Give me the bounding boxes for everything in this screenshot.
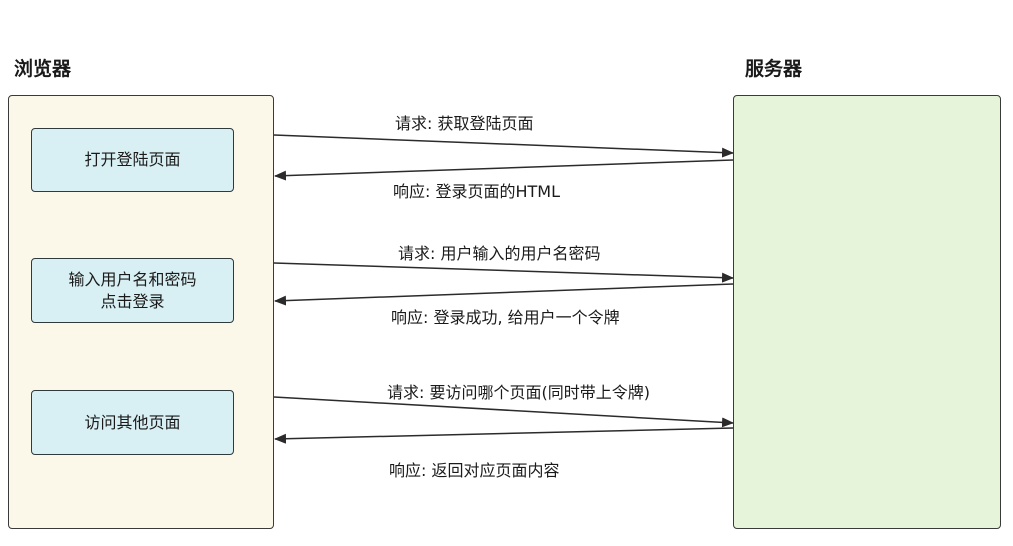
step-text: 打开登陆页面 bbox=[84, 150, 181, 169]
step-visit-other-pages: 访问其他页面 bbox=[31, 390, 234, 455]
response-label-3: 响应: 返回对应页面内容 bbox=[389, 461, 560, 480]
server-panel bbox=[733, 95, 1001, 529]
step-enter-credentials: 输入用户名和密码 点击登录 bbox=[31, 258, 234, 323]
request-arrow-1 bbox=[273, 134, 734, 158]
request-arrow-3 bbox=[273, 396, 734, 428]
response-arrow-3 bbox=[274, 427, 734, 444]
step-text: 访问其他页面 bbox=[84, 412, 181, 432]
request-arrow-2 bbox=[273, 262, 734, 283]
server-title: 服务器 bbox=[745, 58, 803, 80]
step-text-line-1: 输入用户名和密码 bbox=[68, 269, 197, 289]
response-arrow-2 bbox=[274, 283, 734, 306]
request-label-1: 请求: 获取登陆页面 bbox=[395, 114, 534, 133]
step-open-login-page: 打开登陆页面 bbox=[31, 128, 234, 192]
response-label-2: 响应: 登录成功, 给用户一个令牌 bbox=[391, 308, 620, 327]
request-label-3: 请求: 要访问哪个页面(同时带上令牌) bbox=[387, 383, 650, 402]
request-label-2: 请求: 用户输入的用户名密码 bbox=[398, 244, 601, 263]
step-text-line-2: 点击登录 bbox=[100, 291, 165, 311]
browser-title: 浏览器 bbox=[14, 58, 72, 80]
response-arrow-1 bbox=[274, 159, 734, 181]
response-label-1: 响应: 登录页面的HTML bbox=[393, 182, 561, 201]
